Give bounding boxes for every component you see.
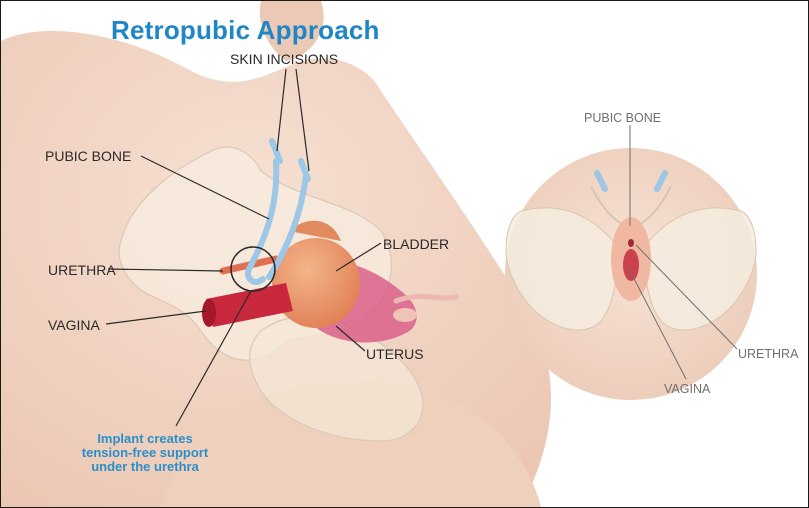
label-bladder: BLADDER — [383, 236, 449, 252]
label-pubic-bone: PUBIC BONE — [45, 148, 131, 164]
label-urethra: URETHRA — [48, 262, 116, 278]
front-vagina — [623, 249, 639, 281]
front-urethra — [628, 239, 634, 247]
front-label-urethra: URETHRA — [738, 347, 798, 361]
label-uterus: UTERUS — [366, 346, 424, 362]
caption-line-3: under the urethra — [45, 460, 245, 474]
implant-caption: Implant creates tension-free support und… — [45, 432, 245, 474]
page-title: Retropubic Approach — [111, 15, 380, 46]
caption-line-1: Implant creates — [45, 432, 245, 446]
ovary — [393, 308, 417, 322]
front-label-pubic-bone: PUBIC BONE — [584, 111, 661, 125]
front-view-anatomy — [505, 125, 757, 400]
vagina-opening — [202, 299, 216, 327]
front-label-vagina: VAGINA — [664, 382, 710, 396]
caption-line-2: tension-free support — [45, 446, 245, 460]
label-skin-incisions: SKIN INCISIONS — [230, 51, 338, 67]
label-vagina: VAGINA — [48, 317, 100, 333]
